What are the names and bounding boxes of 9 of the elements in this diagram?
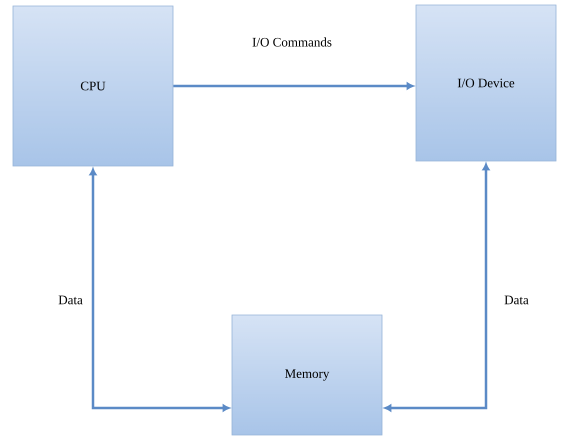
process-box: Memory (232, 314, 382, 436)
arrow (89, 168, 230, 412)
edge-label: Data (503, 294, 530, 306)
arrow (173, 82, 414, 90)
process-box: CPU (12, 6, 174, 166)
edge-label: I/O Commands (251, 36, 333, 48)
process-box: I/O Device (416, 4, 556, 162)
edge-label: Data (57, 294, 84, 306)
arrow (384, 163, 490, 412)
